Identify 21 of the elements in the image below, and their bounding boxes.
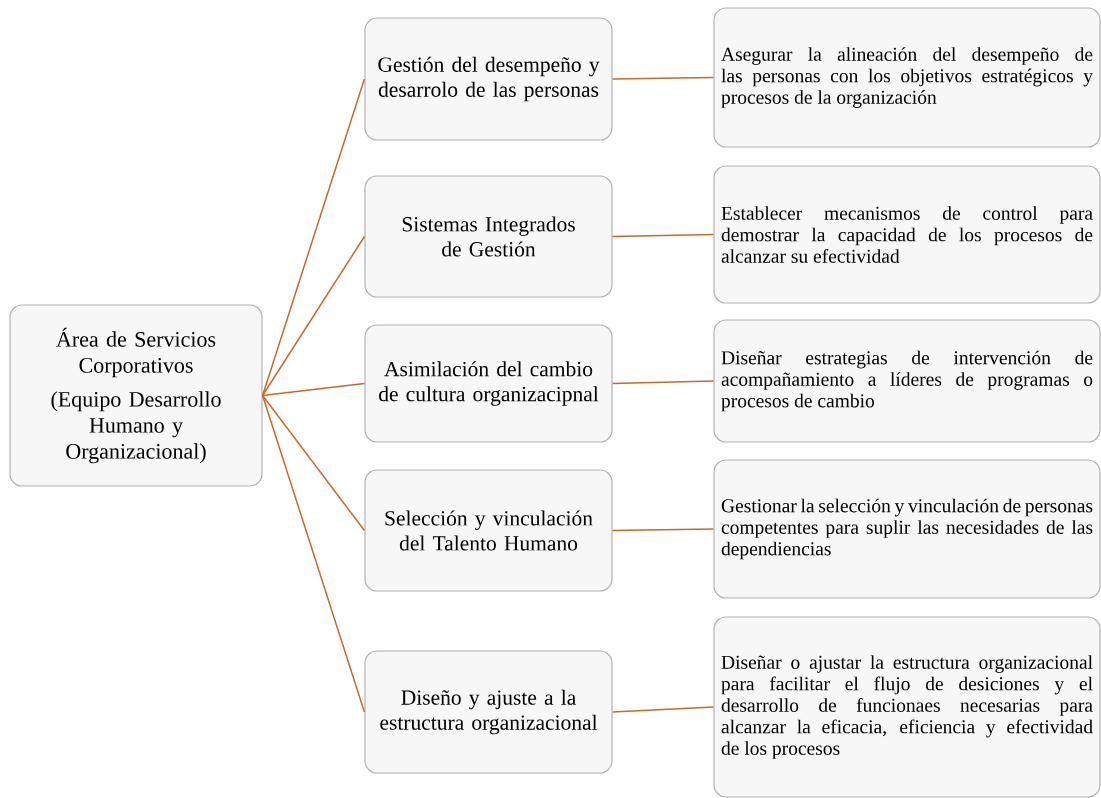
process-box: Diseño y ajuste a la estructura organizacional (364, 650, 613, 774)
connector-line (261, 394, 366, 713)
description-box: Establecer mecanismos de control para demostrar la capacidad de los procesos de alcanzar su efectividad (713, 165, 1101, 304)
connector-line (261, 382, 366, 397)
description-box: Gestionar la selección y vinculación de personas competentes para suplir las necesidades de las dependiencias (713, 459, 1101, 599)
process-box: Gestión del desempeño y desarrolo de las personas (364, 17, 613, 141)
description-box: Diseñar estrategias de intervención de acompañamiento a líderes de programas o procesos de cambio (713, 319, 1101, 443)
connector-line (261, 394, 366, 532)
root-box: Área de Servicios Corporativos (Equipo Desarrollo Humano y Organizacional) (9, 304, 263, 487)
process-box: Selección y vinculación del Talento Humano (364, 469, 613, 592)
description-box: Diseñar o ajustar la estructura organizacional para facilitar el flujo de desiciones y el desarrollo de funcionaes necesarias para alcanzar la eficacia, eficiencia y efectividad de los procesos (713, 616, 1101, 798)
connector-line (611, 76, 715, 80)
connector-line (611, 380, 715, 385)
connector-line (611, 706, 715, 713)
description-box: Asegurar la alineación del desempeño de las personas con los objetivos estratégicos y procesos de la organización (713, 7, 1101, 148)
process-box: Asimilación del cambio de cultura organizacipnal (364, 324, 613, 443)
process-box: Sistemas Integrados de Gestión (364, 175, 613, 298)
connector-line (261, 78, 366, 397)
connector-line (261, 235, 366, 397)
connector-line (611, 528, 715, 532)
connector-line (611, 233, 715, 238)
